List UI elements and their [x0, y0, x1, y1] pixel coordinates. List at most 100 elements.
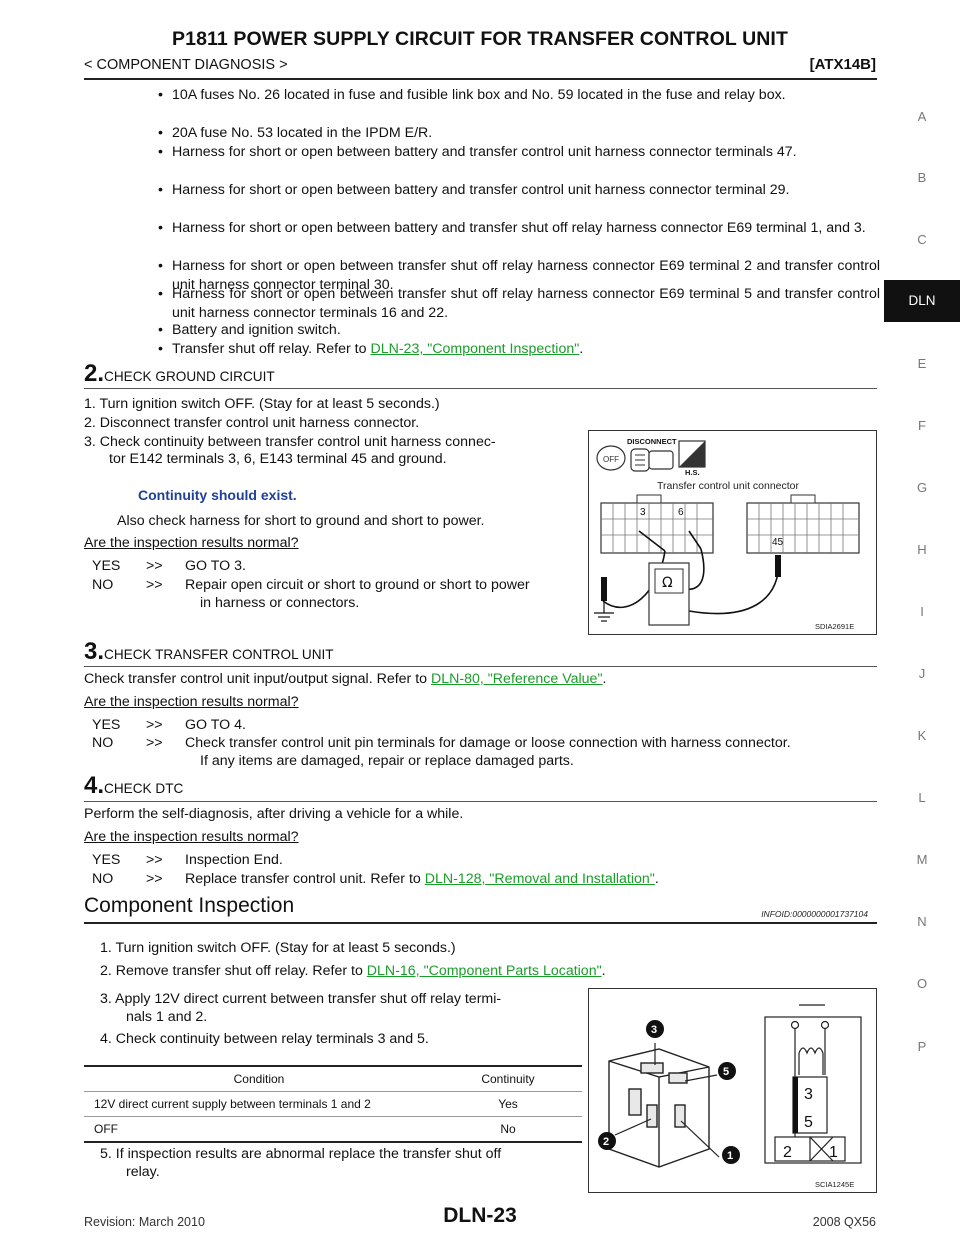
- no-branch: NO>>Check transfer control unit pin term…: [92, 735, 791, 751]
- inspection-step: 1. Turn ignition switch OFF. (Stay for a…: [100, 940, 456, 956]
- hs-icon: H.S.: [678, 440, 706, 477]
- table-header: Condition: [233, 1071, 285, 1086]
- table-header: Continuity: [481, 1071, 535, 1086]
- table-header-row: Condition Continuity: [84, 1067, 582, 1092]
- spec-text: Continuity should exist.: [138, 487, 297, 503]
- section-rule: [84, 922, 877, 924]
- index-letter[interactable]: N: [917, 914, 927, 929]
- table-cell: OFF: [94, 1121, 118, 1136]
- terminal-1-label: 1: [829, 1144, 838, 1161]
- check-list-item: •Harness for short or open between batte…: [158, 220, 866, 236]
- connector-e142: 3 6: [600, 494, 714, 554]
- check-list-item: •Battery and ignition switch.: [158, 322, 341, 338]
- relay-body-icon: [608, 1048, 710, 1168]
- callout-5: 5: [723, 1066, 729, 1078]
- disconnect-label: DISCONNECT: [627, 437, 677, 446]
- no-branch: NO>>Replace transfer control unit. Refer…: [92, 871, 659, 887]
- component-inspection-heading: Component Inspection: [84, 894, 295, 917]
- inspection-question: Are the inspection results normal?: [84, 694, 299, 710]
- check-list-item: •Harness for short or open between trans…: [158, 258, 880, 293]
- index-letter[interactable]: M: [916, 852, 928, 867]
- yes-branch: YES>>Inspection End.: [92, 852, 283, 868]
- connector-label: Transfer control unit connector: [657, 480, 800, 492]
- index-letter[interactable]: C: [917, 232, 927, 247]
- index-letter[interactable]: J: [918, 666, 926, 681]
- index-letter[interactable]: H: [917, 542, 927, 557]
- step-rule: [84, 388, 877, 389]
- terminal-3-label: 3: [804, 1086, 813, 1103]
- step-2-item: 1. Turn ignition switch OFF. (Stay for a…: [84, 396, 440, 412]
- step-4-text: Perform the self-diagnosis, after drivin…: [84, 806, 464, 822]
- step-2-item: 3. Check continuity between transfer con…: [84, 434, 496, 450]
- step-3-text: Check transfer control unit input/output…: [84, 671, 607, 687]
- callout-1: 1: [727, 1150, 733, 1162]
- ground-circuit-diagram: OFF DISCONNECT H.S. Transfer control uni…: [594, 437, 860, 631]
- contact-box: [792, 1076, 828, 1134]
- relay-schematic: [764, 1004, 862, 1164]
- inspection-step: nals 1 and 2.: [126, 1009, 208, 1025]
- check-list-item: •Harness for short or open between trans…: [158, 286, 880, 321]
- callout-3: 3: [651, 1024, 657, 1036]
- step-2-note: Also check harness for short to ground a…: [117, 513, 485, 529]
- terminal-5-label: 5: [804, 1114, 813, 1131]
- model-year: 2008 QX56: [812, 1215, 876, 1229]
- callout-badges: 3 5 2 1: [598, 1020, 740, 1164]
- inspection-step: 2. Remove transfer shut off relay. Refer…: [100, 963, 606, 979]
- terminal-2-label: 2: [783, 1144, 792, 1161]
- probe-icon: [601, 577, 607, 601]
- disconnect-icon: DISCONNECT: [627, 437, 677, 472]
- probe-icon: [775, 555, 781, 577]
- relay-figure: 3 5 2 1 3 5 2 1: [588, 988, 877, 1193]
- index-letter[interactable]: O: [916, 976, 928, 991]
- step-4-heading: 4.CHECK DTC: [84, 772, 184, 799]
- yes-branch: YES>>GO TO 4.: [92, 717, 246, 733]
- continuity-table-wrapper: Condition Continuity 12V direct current …: [84, 1065, 582, 1143]
- continuity-table: Condition Continuity 12V direct current …: [84, 1067, 582, 1141]
- index-letter[interactable]: E: [917, 356, 927, 371]
- figure-code: SDIA2691E: [815, 622, 854, 631]
- header-rule: [84, 78, 877, 80]
- ohm-symbol: Ω: [662, 575, 673, 591]
- table-cell: 12V direct current supply between termin…: [94, 1096, 371, 1111]
- inspection-step: relay.: [126, 1164, 160, 1180]
- figure-code: SCIA1245E: [815, 1180, 854, 1189]
- table-row: 12V direct current supply between termin…: [84, 1092, 582, 1117]
- index-letter[interactable]: F: [918, 418, 926, 433]
- index-letter[interactable]: K: [917, 728, 927, 743]
- ohmmeter-icon: Ω: [648, 562, 690, 626]
- yes-branch: YES>>GO TO 3.: [92, 558, 246, 574]
- index-letter[interactable]: A: [917, 109, 927, 124]
- inspection-step: 4. Check continuity between relay termin…: [100, 1031, 429, 1047]
- reference-value-link[interactable]: DLN-80, "Reference Value": [431, 671, 603, 687]
- no-branch-cont: If any items are damaged, repair or repl…: [200, 753, 574, 769]
- callout-2: 2: [603, 1136, 609, 1148]
- step-2-item: 2. Disconnect transfer control unit harn…: [84, 415, 420, 431]
- relay-diagram: 3 5 2 1 3 5 2 1: [598, 1004, 862, 1189]
- index-letter[interactable]: G: [916, 480, 928, 495]
- page-title: P1811 POWER SUPPLY CIRCUIT FOR TRANSFER …: [172, 28, 788, 50]
- table-cell: No: [500, 1121, 516, 1136]
- index-letter[interactable]: I: [920, 604, 924, 619]
- removal-installation-link[interactable]: DLN-128, "Removal and Installation": [424, 871, 655, 887]
- ignition-key-icon: OFF: [596, 445, 626, 471]
- off-label: OFF: [603, 455, 619, 464]
- check-list-item: •20A fuse No. 53 located in the IPDM E/R…: [158, 125, 433, 141]
- no-branch-cont: in harness or connectors.: [200, 595, 360, 611]
- component-inspection-link[interactable]: DLN-23, "Component Inspection": [370, 341, 580, 357]
- index-letter-active[interactable]: DLN: [884, 280, 960, 322]
- step-2-heading: 2.CHECK GROUND CIRCUIT: [84, 360, 275, 387]
- check-list-item: •Harness for short or open between batte…: [158, 182, 790, 198]
- index-letter[interactable]: L: [918, 790, 926, 805]
- pin-3-label: 3: [640, 507, 646, 518]
- ground-circuit-figure: OFF DISCONNECT H.S. Transfer control uni…: [588, 430, 877, 635]
- step-3-heading: 3.CHECK TRANSFER CONTROL UNIT: [84, 638, 334, 665]
- step-rule: [84, 801, 877, 802]
- inspection-question: Are the inspection results normal?: [84, 829, 299, 845]
- inspection-step: 3. Apply 12V direct current between tran…: [100, 991, 502, 1007]
- component-parts-location-link[interactable]: DLN-16, "Component Parts Location": [366, 963, 602, 979]
- index-letter[interactable]: B: [917, 170, 927, 185]
- step-rule: [84, 666, 877, 667]
- index-letter[interactable]: P: [917, 1039, 927, 1054]
- model-code: [ATX14B]: [809, 56, 876, 73]
- info-id: INFOID:0000000001737104: [761, 909, 868, 919]
